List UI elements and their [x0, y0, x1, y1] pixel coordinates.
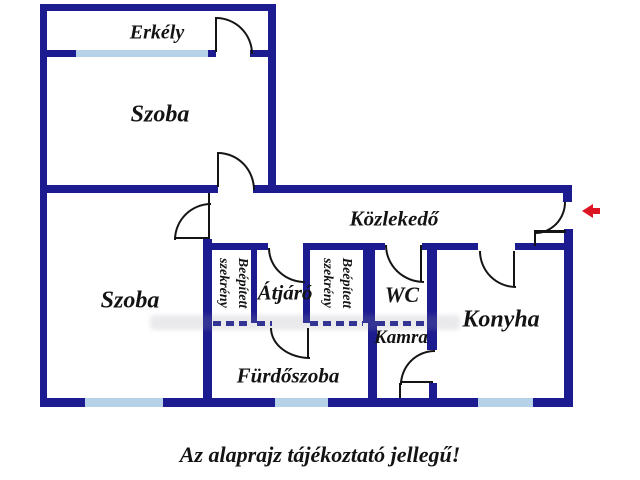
wall-balcony-right: [250, 50, 276, 57]
room-label-closet2: Beépített szekrény: [317, 258, 355, 309]
room-label-closet1: Beépített szekrény: [213, 258, 251, 309]
bathroom-door-arc: [270, 328, 310, 359]
dashed-line-passage: [257, 321, 272, 326]
wall-kitchen-top: [515, 243, 567, 250]
wall-entry-stub: [563, 193, 572, 202]
entry-arrow-icon: [582, 204, 593, 218]
dashed-line-closet2: [310, 321, 363, 326]
wall-mid-left: [40, 185, 218, 193]
pantry-door-arc: [400, 350, 435, 385]
wall-top-outer: [40, 4, 276, 11]
room-label-room-upper: Szoba: [130, 101, 190, 128]
bathroom-window: [275, 398, 328, 407]
entry-arrow-tail: [592, 208, 600, 214]
wall-hallway-bottom-3: [422, 243, 478, 250]
wall-bottom-4: [533, 398, 573, 407]
wall-hallway-top: [253, 185, 572, 193]
dashed-line-closet1: [213, 321, 252, 326]
room-lower-window: [85, 398, 163, 407]
dashed-line-wc-pantry: [377, 321, 427, 326]
kitchen-door-arc: [479, 251, 516, 288]
balcony-door-arc: [216, 17, 253, 54]
entry-door-leaf-v: [534, 232, 536, 246]
closet2-line2: szekrény: [320, 258, 335, 308]
wall-closet2-wc: [363, 243, 375, 323]
pantry-door-leaf-v: [399, 383, 401, 398]
entry-door-leaf-h: [534, 230, 566, 233]
room-label-wc: WC: [384, 282, 420, 307]
wall-balcony-left: [40, 50, 76, 57]
room-label-hallway: Közlekedő: [349, 206, 439, 231]
kitchen-window: [478, 398, 533, 407]
wall-balcony-stub: [208, 50, 216, 57]
wall-closet1-right: [251, 243, 257, 323]
balcony-window: [76, 50, 208, 57]
wall-right-outer: [564, 229, 573, 407]
wall-hallway-bottom-1: [208, 243, 268, 250]
room-label-bathroom: Fürdőszoba: [236, 363, 340, 388]
wall-hallway-bottom-2: [303, 243, 385, 250]
closet1-line1: Beépített: [234, 257, 250, 309]
wall-bottom-2: [163, 398, 275, 407]
room-label-kitchen: Konyha: [462, 306, 540, 333]
room-label-pantry: Kamra: [374, 327, 428, 348]
wall-upper-right: [268, 4, 276, 193]
wall-room-bathroom: [203, 239, 212, 407]
room-label-passage: Átjáró: [257, 280, 313, 305]
room-label-balcony: Erkély: [129, 21, 185, 44]
room-label-room-lower: Szoba: [100, 287, 160, 314]
passage-door-arc: [268, 248, 305, 283]
wall-closet2-left: [303, 243, 310, 323]
room-lower-door-arc: [174, 203, 211, 240]
wall-bottom-1: [40, 398, 85, 407]
wall-pantry-stub: [429, 383, 437, 402]
wall-bathroom-pantry: [368, 321, 377, 407]
closet2-line1: Beépített: [338, 257, 354, 309]
wall-bottom-3: [328, 398, 478, 407]
wall-wc-kitchen: [427, 243, 437, 350]
caption-disclaimer: Az alaprajz tájékoztató jellegű!: [179, 442, 461, 467]
closet1-line2: szekrény: [216, 258, 231, 308]
room-upper-door-arc: [218, 152, 255, 190]
wall-left-outer: [40, 4, 47, 407]
wc-door-arc: [385, 245, 424, 283]
watermark: [150, 315, 460, 330]
